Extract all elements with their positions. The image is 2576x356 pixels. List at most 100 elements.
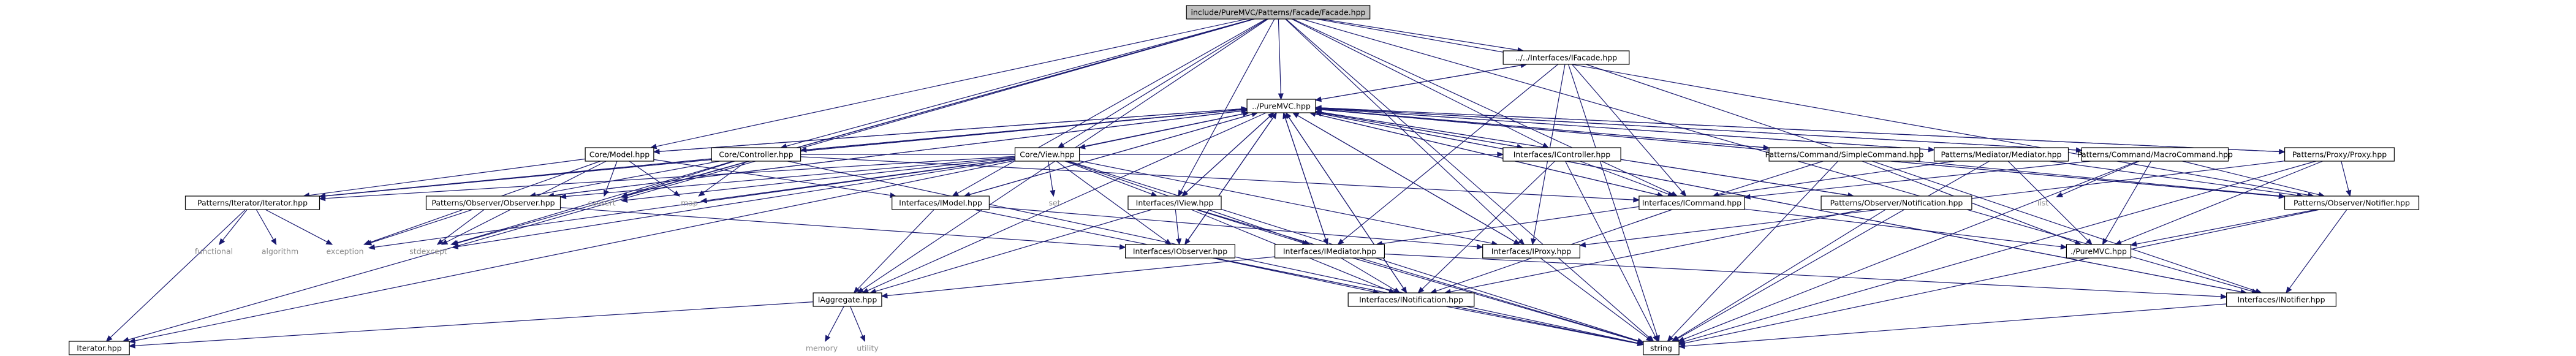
node-iaggregate[interactable]: IAggregate.hpp [813,292,882,307]
edge-simplecommand-to-notifier [1915,161,2279,197]
node-label-exception: exception [326,247,363,256]
node-iterator[interactable]: Iterator.hpp [69,341,130,355]
node-box-macrocommand[interactable] [2081,147,2229,162]
node-label-coreview: Core/View.hpp [1020,150,1074,159]
node-label-puremvc1: ../PureMVC.hpp [1252,102,1311,111]
edge-macrocommand-to-icommand [1749,161,2091,197]
edge-arrowhead-observer-to-stdexcept [436,238,444,245]
edge-ifacade-to-imediator [1342,64,1558,241]
node-label-memory: memory [806,344,838,353]
node-icommand[interactable]: Interfaces/ICommand.hpp [1638,195,1745,210]
node-corecontroller[interactable]: Core/Controller.hpp [711,147,801,162]
edge-arrowhead-coreview-to-iview [1150,191,1158,197]
node-imodel[interactable]: Interfaces/IModel.hpp [892,195,990,210]
node-box-imodel[interactable] [892,195,990,210]
node-box-mediator[interactable] [1933,147,2069,162]
node-box-inotifier[interactable] [2226,292,2337,307]
node-box-facade[interactable] [1186,5,1371,20]
node-box-coreview[interactable] [1014,147,1080,162]
node-coreview[interactable]: Core/View.hpp [1014,147,1080,162]
node-box-icontroller[interactable] [1502,147,1621,162]
edge-arrowhead-iterator_h-to-exception [325,239,333,245]
edge-imediator-to-iaggregate [887,256,1275,297]
edge-arrowhead-corecontroller-to-icommand [1633,197,1640,203]
node-box-iview[interactable] [1127,195,1222,210]
node-box-proxy[interactable] [2284,147,2395,162]
node-iterator_h[interactable]: Patterns/Iterator/Iterator.hpp [184,195,320,210]
edge-iobserver-to-puremvc1 [1184,117,1274,245]
node-iview[interactable]: Interfaces/IView.hpp [1127,195,1222,210]
edge-coremodel-to-cassert [605,161,618,191]
edge-facade-to-icommand [1292,18,1673,194]
node-box-string[interactable] [1643,341,1680,355]
node-string[interactable]: string [1643,341,1680,355]
edge-arrowhead-corecontroller-to-stdexcept [450,240,458,246]
edge-iview-to-imediator [1196,209,1303,243]
node-box-observer[interactable] [425,195,561,210]
node-label-set: set [1048,199,1060,208]
node-iproxy[interactable]: Interfaces/IProxy.hpp [1482,244,1580,259]
edge-facade-to-coreview [1063,18,1268,145]
edge-coremodel-to-puremvc1 [653,108,1242,153]
edge-iproxy-to-string [1540,257,1648,339]
edge-icommand-to-puremvc2 [1744,208,2061,248]
node-box-icommand[interactable] [1638,195,1745,210]
file-nodes: include/PureMVC/Patterns/Facade/Facade.h… [69,5,2420,355]
edge-notifier-to-puremvc2 [2136,209,2317,244]
edge-simplecommand-to-puremvc1 [1320,109,1770,148]
edge-arrowhead-icontroller-to-string [1652,335,1658,343]
node-label-simplecommand: Patterns/Command/SimpleCommand.hpp [1765,150,1924,159]
node-imediator[interactable]: Interfaces/IMediator.hpp [1275,244,1385,259]
edge-observer-to-puremvc1 [548,110,1242,197]
edge-puremvc1-to-iterator [134,112,1249,341]
node-box-puremvc1[interactable] [1246,99,1316,113]
node-label-iterator_h: Patterns/Iterator/Iterator.hpp [197,199,308,208]
node-box-notifier[interactable] [2284,195,2420,210]
edge-imodel-to-puremvc1 [964,113,1252,197]
node-facade[interactable]: include/PureMVC/Patterns/Facade/Facade.h… [1186,5,1371,20]
edge-facade-to-ifacade [1320,18,1518,51]
node-inotifier[interactable]: Interfaces/INotifier.hpp [2226,292,2337,307]
node-icontroller[interactable]: Interfaces/IController.hpp [1502,147,1621,162]
edge-proxy-to-notifier [2341,161,2349,191]
node-inotification[interactable]: Interfaces/INotification.hpp [1347,292,1475,307]
node-notifier[interactable]: Patterns/Observer/Notifier.hpp [2284,195,2420,210]
edge-coreview-to-iobserver [1056,161,1167,242]
node-label-map: map [681,199,698,208]
node-mediator[interactable]: Patterns/Mediator/Mediator.hpp [1933,147,2069,162]
edge-arrowhead-coreview-to-observer [559,194,567,200]
node-macrocommand[interactable]: Patterns/Command/MacroCommand.hpp [2077,147,2233,162]
edge-arrowhead-iproxy-to-string [1645,335,1653,342]
node-puremvc1[interactable]: ../PureMVC.hpp [1246,99,1316,113]
node-ifacade[interactable]: ../../Interfaces/IFacade.hpp [1502,50,1630,65]
node-box-iterator[interactable] [69,341,130,355]
node-box-puremvc2[interactable] [2066,244,2132,259]
node-puremvc2[interactable]: ./PureMVC.hpp [2066,244,2132,259]
node-simplecommand[interactable]: Patterns/Command/SimpleCommand.hpp [1765,147,1924,162]
node-box-coremodel[interactable] [585,147,654,162]
node-coremodel[interactable]: Core/Model.hpp [585,147,654,162]
node-box-simplecommand[interactable] [1768,147,1920,162]
node-box-iproxy[interactable] [1482,244,1580,259]
node-box-corecontroller[interactable] [711,147,801,162]
node-box-imediator[interactable] [1275,244,1385,259]
edge-arrowhead-notifier-to-puremvc2 [2130,241,2137,247]
node-observer[interactable]: Patterns/Observer/Observer.hpp [425,195,561,210]
edge-macrocommand-to-list [2061,161,2140,195]
edge-arrowhead-observer-to-iobserver [1119,244,1126,250]
node-iobserver[interactable]: Interfaces/IObserver.hpp [1124,244,1235,259]
edge-arrowhead-notifier-to-puremvc1 [1314,107,1322,113]
node-box-notification[interactable] [1820,195,1972,210]
node-box-iaggregate[interactable] [813,292,882,307]
edge-iaggregate-to-iterator [135,301,814,346]
edge-corecontroller-to-map [703,161,748,194]
edge-coreview-to-stdexcept [457,159,1015,248]
node-box-iobserver[interactable] [1124,244,1235,259]
node-box-inotification[interactable] [1347,292,1475,307]
node-box-iterator_h[interactable] [184,195,320,210]
node-notification[interactable]: Patterns/Observer/Notification.hpp [1820,195,1972,210]
node-box-ifacade[interactable] [1502,50,1630,65]
node-proxy[interactable]: Patterns/Proxy/Proxy.hpp [2284,147,2395,162]
edge-arrowhead-ifacade-to-iproxy [1531,238,1537,246]
node-label-notifier: Patterns/Observer/Notifier.hpp [2294,199,2410,208]
